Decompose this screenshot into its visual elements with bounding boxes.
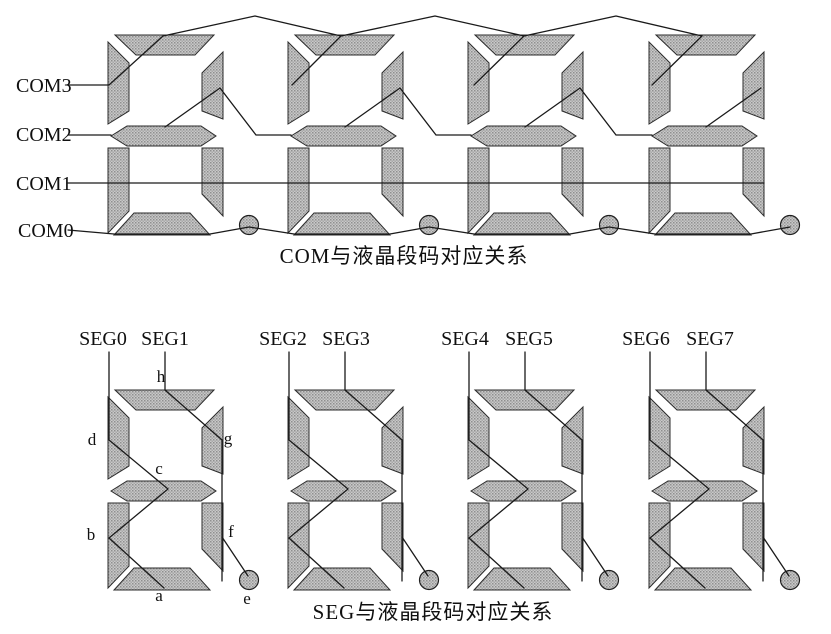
seg7-label: SEG7 [686,328,734,350]
segment-letter-a: a [155,586,163,605]
com2-connection-line [67,87,762,136]
seg6-seg7-connection-line [649,351,790,589]
seg1-label: SEG1 [141,328,189,350]
seg-diagram: SEG0 SEG1 SEG2 SEG3 SEG4 SEG5 SEG6 SEG7 … [79,328,801,624]
segment-letter-h: h [157,367,166,386]
com-diagram: COM3 COM2 COM1 COM0 COM与液晶段码对应关系 [16,15,801,268]
com3-connection-line [67,15,703,86]
seg0-seg1-connection-line [108,351,249,589]
com3-branch-digit3 [473,35,525,86]
com3-label: COM3 [16,75,72,97]
seg3-label: SEG3 [322,328,370,350]
com0-connection-line [67,226,791,235]
com-diagram-caption: COM与液晶段码对应关系 [280,244,529,268]
seg2-seg3-connection-line [288,351,429,589]
segment-letter-c: c [155,459,163,478]
com2-label: COM2 [16,124,72,146]
com1-label: COM1 [16,173,72,195]
segment-letter-f: f [228,522,234,541]
seg6-label: SEG6 [622,328,670,350]
com3-branch-digit2 [291,35,342,86]
seg4-label: SEG4 [441,328,489,350]
seg2-label: SEG2 [259,328,307,350]
seg0-label: SEG0 [79,328,127,350]
segment-letter-b: b [87,525,96,544]
seg4-seg5-connection-line [468,351,609,589]
seg-diagram-caption: SEG与液晶段码对应关系 [313,600,554,624]
segment-letter-g: g [224,429,233,448]
segment-letter-d: d [88,430,97,449]
seg5-label: SEG5 [505,328,553,350]
com0-label: COM0 [18,220,74,242]
segment-letter-e: e [243,589,251,608]
